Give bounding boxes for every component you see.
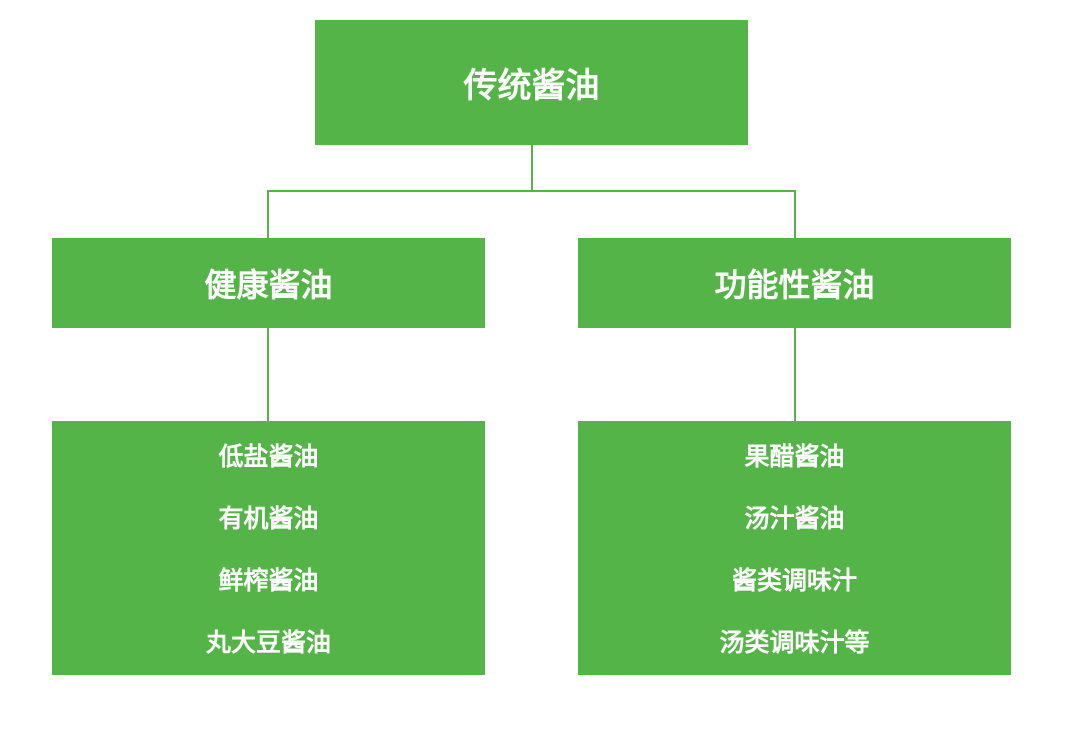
list-item: 汤汁酱油 (744, 504, 845, 533)
connector-functional-to-list (794, 328, 796, 421)
connector-to-functional (794, 190, 796, 238)
list-item: 丸大豆酱油 (205, 628, 331, 657)
list-item: 鲜榨酱油 (218, 566, 319, 595)
branch-node-health-label: 健康酱油 (204, 266, 333, 304)
connector-to-health (267, 190, 269, 238)
branch-node-functional-label: 功能性酱油 (714, 266, 875, 304)
connector-root-down (531, 145, 533, 191)
list-item: 酱类调味汁 (731, 566, 857, 595)
list-item: 果醋酱油 (744, 442, 845, 471)
list-item: 汤类调味汁等 (719, 628, 870, 657)
leaf-list-functional: 果醋酱油 汤汁酱油 酱类调味汁 汤类调味汁等 (578, 421, 1011, 675)
connector-health-to-list (267, 328, 269, 421)
list-item: 低盐酱油 (218, 442, 319, 471)
connector-horizontal (267, 190, 796, 192)
branch-node-functional: 功能性酱油 (578, 238, 1011, 328)
list-item: 有机酱油 (218, 504, 319, 533)
branch-node-health: 健康酱油 (52, 238, 485, 328)
root-node: 传统酱油 (315, 20, 748, 145)
leaf-list-health: 低盐酱油 有机酱油 鲜榨酱油 丸大豆酱油 (52, 421, 485, 675)
root-node-label: 传统酱油 (463, 66, 600, 106)
